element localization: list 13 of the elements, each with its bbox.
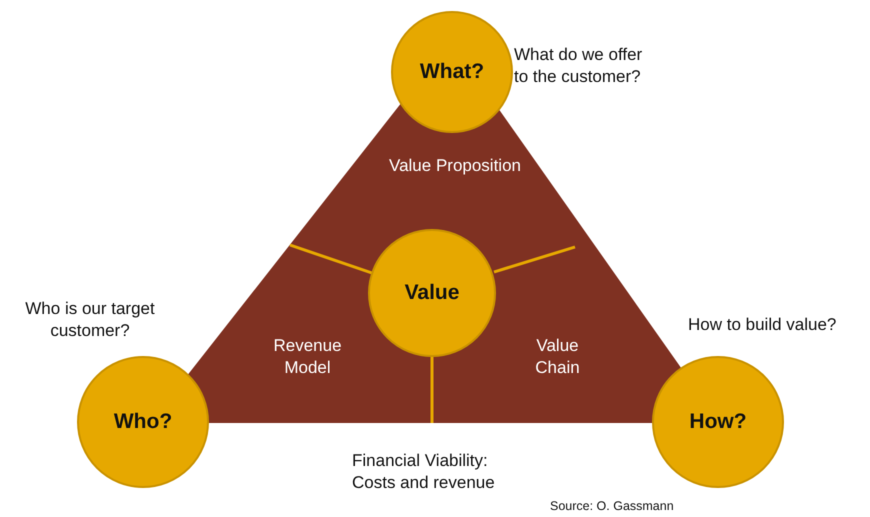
circle-label: How? [689,410,747,434]
note-text: Financial Viability: Costs and revenue [352,450,496,494]
circle-label: Value [404,281,460,305]
source-note: Source: O. Gassmann [550,498,675,514]
question-text: Who is our target customer? [24,298,156,342]
circle-label: What? [420,60,484,84]
triangle-segment-shape [186,102,683,423]
segment-label: Value Proposition [388,155,522,177]
question-text: What do we offer to the customer? [514,44,644,88]
segment-label: Revenue Model [272,335,343,380]
circle-label: Who? [114,410,172,434]
question-text: How to build value? [688,314,838,336]
segment-label: Value Chain [534,335,581,380]
